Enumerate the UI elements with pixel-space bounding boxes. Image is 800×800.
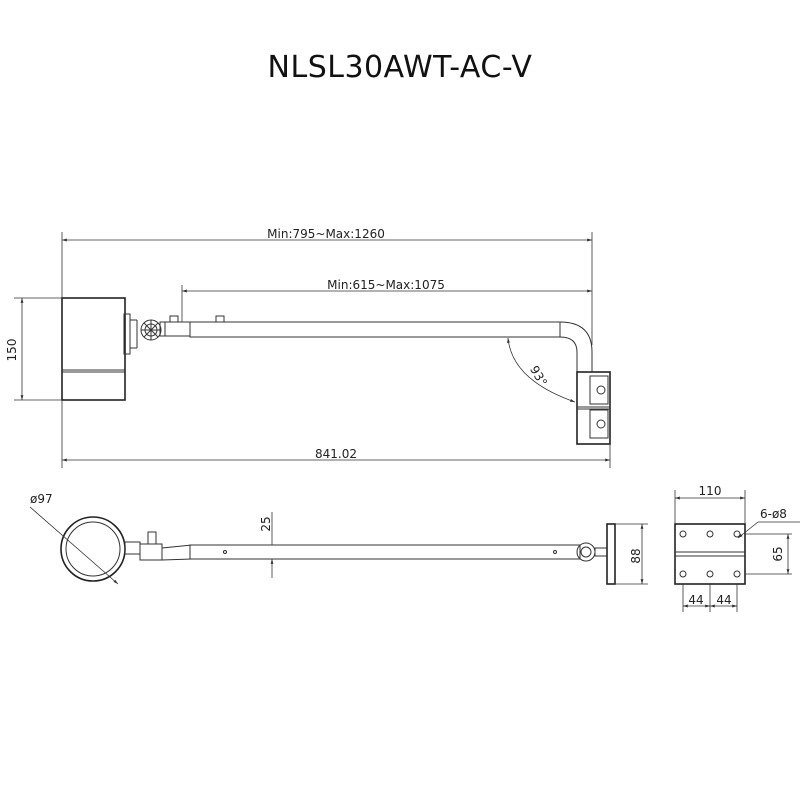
- lamp-body: [61, 297, 126, 401]
- arm-pipe-top: [189, 544, 581, 560]
- drawing-title: NLSL30AWT-AC-V: [267, 50, 533, 85]
- plate-view: 110 6-ø8 65 44 44: [674, 484, 800, 612]
- overall-range-label: Min:795~Max:1260: [267, 227, 385, 241]
- pipe-diameter-label: 25: [259, 516, 273, 531]
- total-length-label: 841.02: [315, 447, 357, 461]
- wall-bracket-side: [576, 371, 611, 445]
- top-view: ø97 25 88: [29, 492, 648, 585]
- plate-width-label: 110: [699, 484, 722, 498]
- side-view: Min:795~Max:1260 Min:615~Max:1075 150 93…: [5, 227, 611, 468]
- wall-bracket-top: [606, 523, 616, 585]
- lamp-diameter-label: ø97: [30, 492, 53, 506]
- angle-label: 93°: [527, 363, 550, 388]
- hole-spacing-h2-label: 44: [716, 593, 731, 607]
- arm-pipe: [189, 321, 561, 338]
- hole-spacing-h1-label: 44: [688, 593, 703, 607]
- lamp-top: [60, 516, 126, 582]
- height-label: 150: [5, 339, 19, 362]
- bracket-height-label: 88: [629, 548, 643, 563]
- arm-range-label: Min:615~Max:1075: [327, 278, 445, 292]
- hole-spacing-v-label: 65: [771, 546, 785, 561]
- holes-label: 6-ø8: [760, 507, 787, 521]
- pivot-joint: [140, 319, 162, 341]
